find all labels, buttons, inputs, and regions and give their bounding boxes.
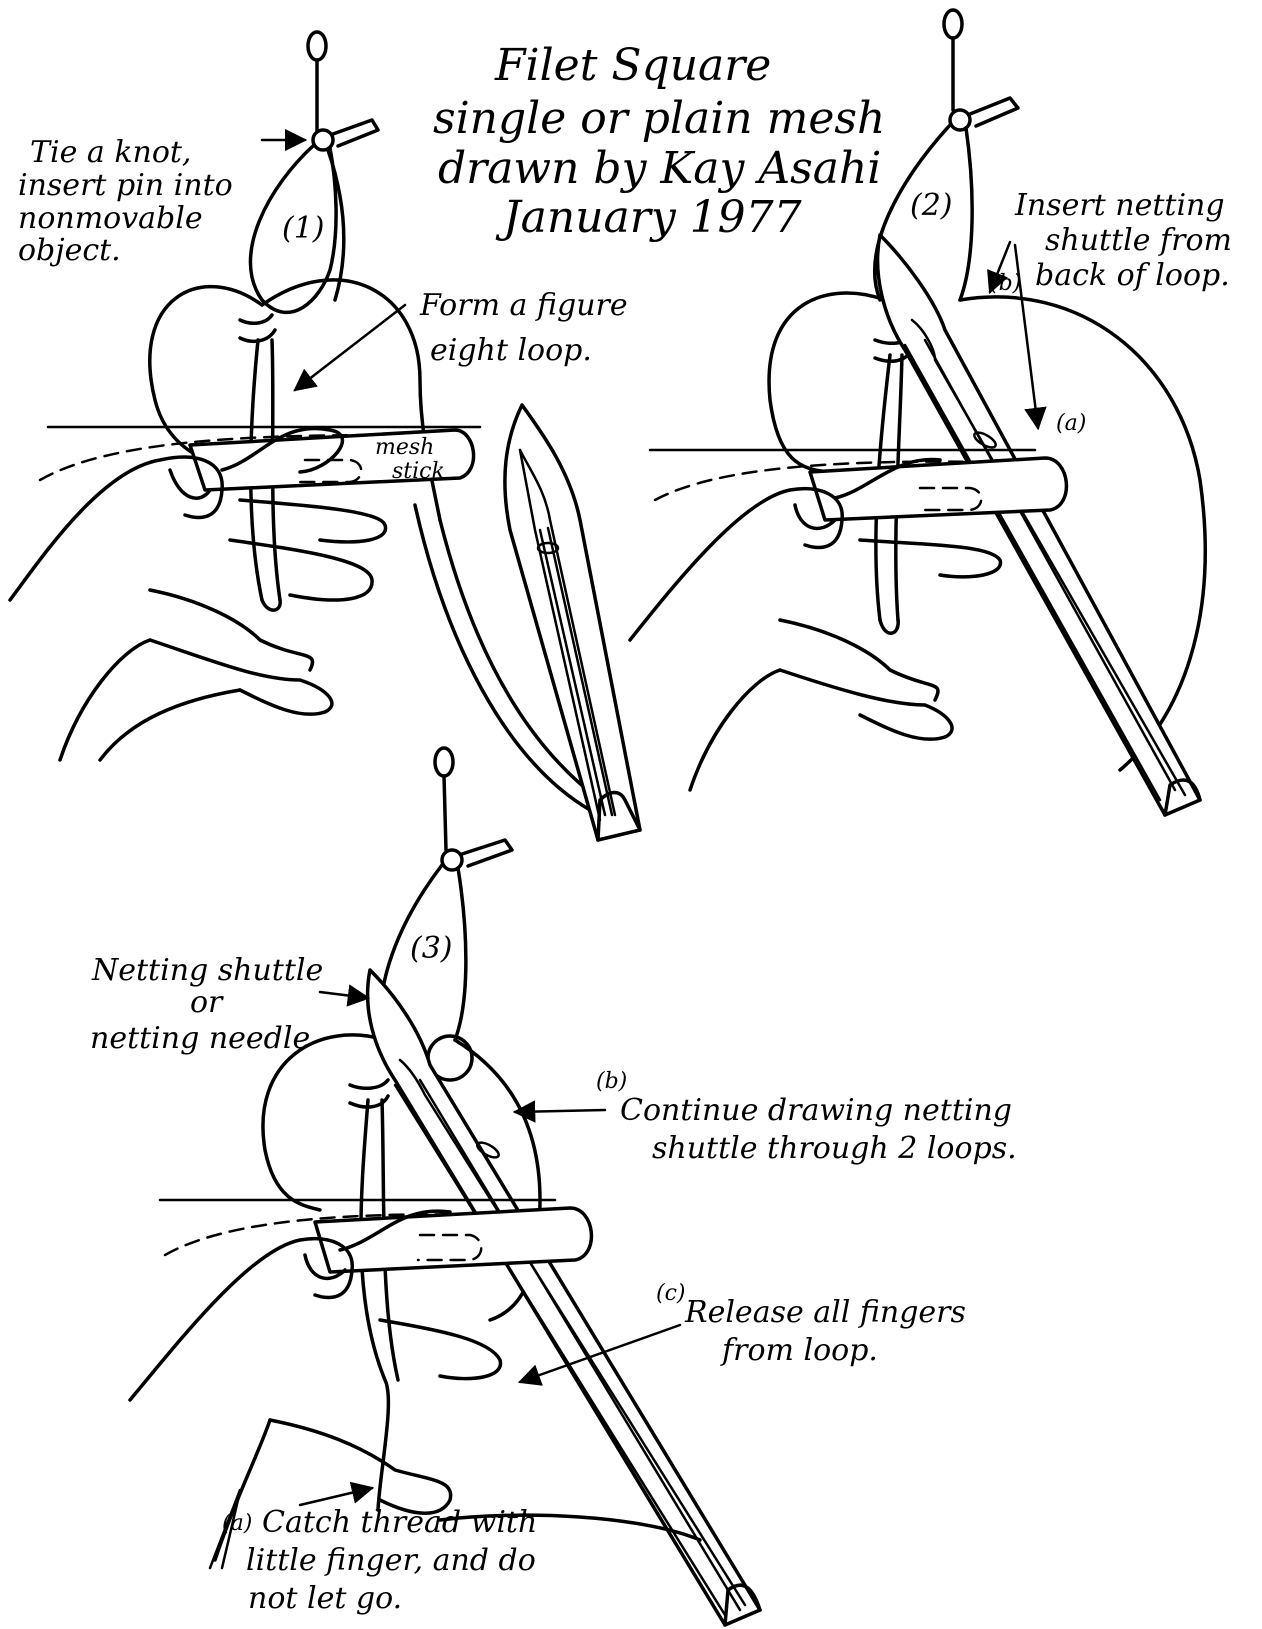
continue-note-1: Continue drawing netting — [620, 1093, 1012, 1128]
shuttle-note-2: or — [190, 985, 224, 1020]
release-note-1: Release all fingers — [684, 1295, 966, 1330]
loop-note-2: eight loop. — [430, 333, 592, 368]
catch-note-3: not let go. — [248, 1581, 402, 1616]
pin-icon — [308, 32, 326, 130]
stick-label-1: mesh — [375, 435, 434, 460]
catch-arrow — [300, 1488, 372, 1505]
panel2-step-label: (2) — [910, 188, 953, 223]
release-note-2: from loop. — [720, 1333, 878, 1368]
pin-icon-3 — [435, 748, 453, 850]
pin-icon-2 — [944, 10, 962, 110]
continue-note-2: shuttle through 2 loops. — [652, 1131, 1017, 1166]
panel-3: (3) Netting shuttle or netting needle (b… — [90, 748, 1017, 1625]
hand-2 — [630, 489, 1000, 790]
catch-note-2: little finger, and do — [246, 1543, 536, 1578]
knot-icon — [313, 120, 378, 150]
title-line-2: single or plain mesh — [433, 93, 885, 144]
insert-note-3: back of loop. — [1035, 258, 1230, 293]
loop-note-1: Form a figure — [419, 288, 628, 323]
shuttle-note-3: netting needle — [90, 1021, 310, 1056]
panel2-marker-a: (a) — [1056, 411, 1086, 436]
title-line-3: drawn by Kay Asahi — [438, 143, 881, 194]
knot-note-2: insert pin into — [18, 168, 233, 203]
panel3-step-label: (3) — [410, 931, 453, 966]
knot-icon-3 — [442, 840, 512, 870]
continue-arrow — [515, 1110, 605, 1112]
panel3-marker-c: (c) — [656, 1281, 686, 1306]
insert-note-2: shuttle from — [1045, 223, 1232, 258]
title-line-1: Filet Square — [494, 40, 771, 91]
shuttle-arrow — [320, 992, 368, 998]
knot-icon-2 — [950, 98, 1018, 130]
netting-shuttle-2 — [878, 235, 1200, 815]
mesh-stick-2 — [810, 458, 1066, 520]
hand-1 — [10, 457, 386, 760]
panel1-step-label: (1) — [282, 211, 325, 246]
title-line-4: January 1977 — [495, 192, 802, 243]
mesh-stick-3 — [315, 1208, 591, 1272]
title-block: Filet Square single or plain mesh drawn … — [433, 40, 885, 243]
shuttle-note-1: Netting shuttle — [91, 953, 323, 988]
stick-label-2: stick — [392, 459, 445, 484]
knot-note-4: object. — [18, 233, 121, 268]
loop-arrow — [295, 305, 405, 390]
knot-note-3: nonmovable — [18, 201, 203, 236]
panel3-marker-b: (b) — [596, 1069, 627, 1094]
catch-note-1: Catch thread with — [262, 1505, 537, 1540]
knot-note-1: Tie a knot, — [30, 135, 191, 170]
insert-note-1: Insert netting — [1014, 188, 1225, 223]
